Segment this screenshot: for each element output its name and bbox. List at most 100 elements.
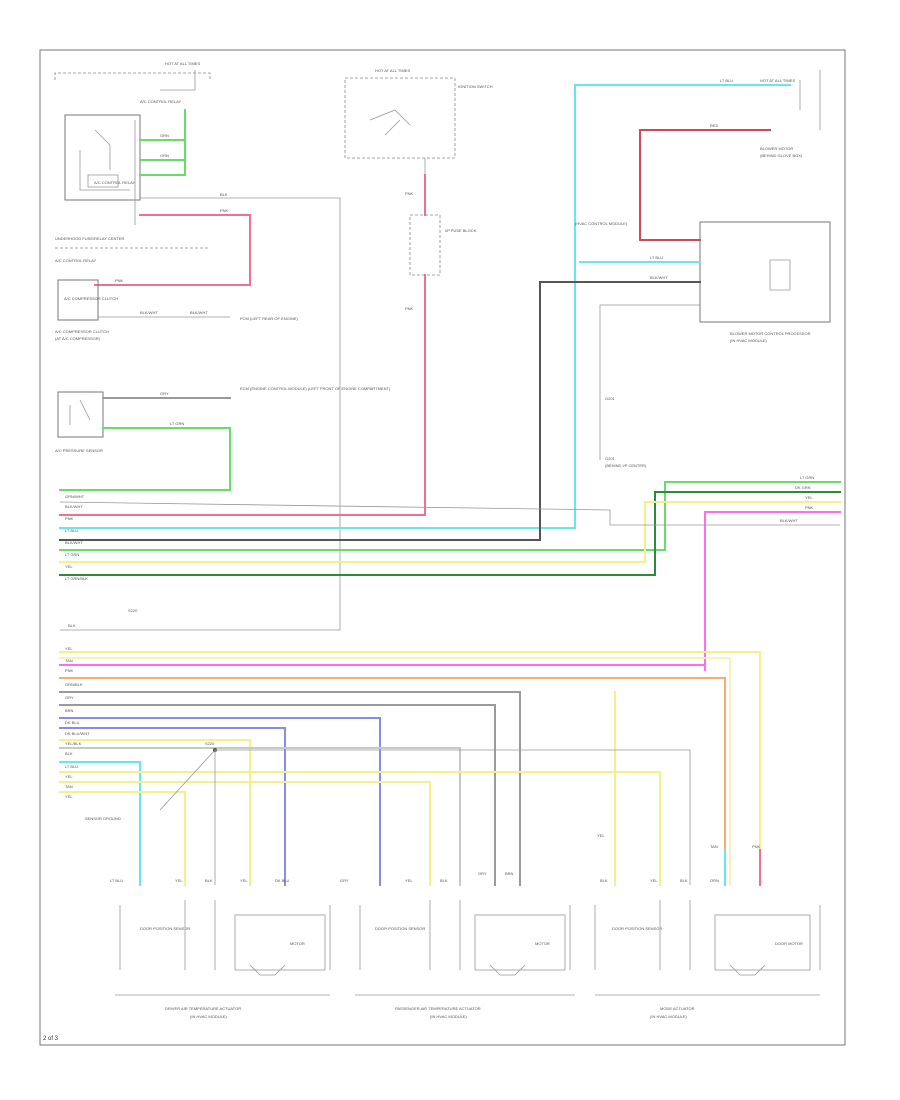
mode-pin-pnk: PNK [752, 844, 761, 849]
label-blower-control-module: BLOWER MOTOR CONTROL PROCESSOR [730, 331, 811, 336]
passenger-door-pos-sensor: DOOR POSITION SENSOR [375, 926, 425, 931]
label-blower-note: (BEHIND GLOVE BOX) [760, 153, 803, 158]
wire-label-grn-left: LT GRN [65, 552, 79, 557]
label-pcm-note-2: ECM (ENGINE CONTROL MODULE) (LEFT FRONT … [240, 386, 391, 391]
mode-pin-blk2: BLK [680, 878, 688, 883]
wire-label-dkgrn-left: LT GRN/BLK [65, 576, 88, 581]
label-hot-right: HOT AT ALL TIMES [760, 78, 795, 83]
wire-red-center-2 [59, 274, 426, 516]
mode-sensor-symbol [659, 900, 691, 970]
drv-pin-ltblu: LT BLU [110, 878, 123, 883]
wire-yel-lower-5 [59, 791, 186, 886]
mode-door-pos-sensor: DOOR POSITION SENSOR [612, 926, 662, 931]
label-ac-compressor-note: (AT A/C COMPRESSOR) [55, 336, 101, 341]
ac-compressor-box-label: A/C COMPRESSOR CLUTCH [64, 296, 118, 301]
wire-blk-ground [599, 304, 700, 460]
wire-ltblu-top [59, 84, 791, 529]
hot-top-left-bracket [54, 72, 211, 80]
mode-pin-yel: YEL [597, 833, 605, 838]
label-splice-mid: S220 [128, 608, 138, 613]
wire-label-yel-l4: TAN [65, 784, 73, 789]
mode-actuator-bracket [594, 905, 821, 970]
wire-label-pnk-bus: PNK [805, 505, 814, 510]
wire-label-wht-l: BLK [65, 751, 73, 756]
wire-blue-lower-1 [59, 717, 381, 886]
label-driver-door-note: (IN HVAC MODULE) [190, 1014, 227, 1019]
ac-relay-switch [79, 129, 130, 191]
ac-relay-coil [87, 174, 119, 188]
passenger-actuator-bracket [359, 905, 571, 970]
mode-motor-symbol [729, 964, 766, 976]
passenger-motor-box [474, 914, 566, 971]
driver-door-pos-sensor: DOOR POSITION SENSOR [140, 926, 190, 931]
ac-relay-box [64, 114, 141, 201]
wire-label-pnk-relay-2: PNK [115, 278, 124, 283]
wire-label-gry-sensor: GRY [160, 391, 169, 396]
wire-yel-lower-1 [59, 651, 761, 886]
label-hvac-note: (HVAC CONTROL MODULE) [575, 221, 628, 226]
label-passenger-door-note: (IN HVAC MODULE) [430, 1014, 467, 1019]
wire-label-blu-l1: DK BLU [65, 720, 80, 725]
wire-label-grn-bus: LT GRN [800, 475, 814, 480]
passenger-sensor-symbol [429, 900, 461, 970]
mode-pin-blk: BLK [600, 878, 608, 883]
wire-label-red-blower: RED [710, 123, 719, 128]
wire-green-sensor [59, 427, 231, 491]
label-ac-pressure-sensor: A/C PRESSURE SENSOR [55, 448, 103, 453]
passenger-motor-label: MOTOR [535, 941, 550, 946]
wire-label-ltblu-top: LT BLU [720, 78, 733, 83]
wire-black-blower [59, 281, 701, 541]
blower-top-conn [799, 70, 821, 130]
wire-gray-lower-2 [59, 704, 496, 886]
wire-label-yel-l1: YEL [65, 646, 73, 651]
passenger-motor-symbol [489, 964, 526, 976]
wire-label-blk-relay: BLK [220, 192, 228, 197]
driver-motor-box [234, 914, 326, 971]
wire-yel-lower-4 [59, 781, 431, 886]
label-mode-door: MODE ACTUATOR [660, 1006, 695, 1011]
label-hot-center: HOT AT ALL TIMES [375, 68, 410, 73]
wire-red-blower [639, 129, 771, 241]
blower-module-symbol [769, 259, 791, 291]
wire-dkgrn-bus [59, 491, 841, 576]
wire-label-ltblu-l: LT BLU [65, 764, 78, 769]
label-underhood-fuse: UNDERHOOD FUSE/RELAY CENTER [55, 236, 125, 241]
pass-pin-blk: BLK [440, 878, 448, 883]
wire-label-dkgrn-bus: DK GRN [795, 485, 811, 490]
wire-label-blk-ground-mid: BLK [68, 623, 76, 628]
mode-motor-box [714, 914, 811, 971]
drv-pin-blk: BLK [205, 878, 213, 883]
diagram-frame [39, 49, 846, 1046]
fuse-block-box [409, 214, 441, 276]
wire-label-blk-blower: BLK/WHT [650, 275, 668, 280]
wire-label-grn-2: GRN [160, 153, 169, 158]
wire-black-bus-right [59, 501, 840, 526]
wire-label-gry-l2: BRN [65, 708, 74, 713]
wire-pnk-bus-right [59, 511, 841, 666]
wire-label-red-center-2: PNK [405, 306, 414, 311]
relay-feed-line [160, 70, 196, 91]
wire-label-blk-compressor: BLK/WHT [140, 310, 158, 315]
label-splice: S220 [205, 741, 215, 746]
label-mode-door-note: (IN HVAC MODULE) [650, 1014, 687, 1019]
wire-yel-bus [59, 501, 841, 563]
wire-label-blkwht-left: BLK/WHT [65, 504, 83, 509]
wire-label-red-center: PNK [405, 191, 414, 196]
wire-pink-relay [94, 214, 251, 286]
wire-label-blk-compressor-2: BLK/WHT [190, 310, 208, 315]
label-sensor-ground: SENSOR GROUND [85, 816, 121, 821]
wire-yel-lower-2 [59, 739, 251, 886]
driver-sensor-symbol [184, 900, 216, 970]
wire-orn-lower [59, 677, 726, 886]
wire-label-blk-left: BLK/WHT [65, 540, 83, 545]
label-passenger-door: PASSENGER AIR TEMPERATURE ACTUATOR [395, 1006, 481, 1011]
blower-control-module-box [699, 221, 831, 323]
label-ground-note: (BEHIND I/P CENTER) [605, 463, 647, 468]
label-ac-relay-left: A/C CONTROL RELAY [55, 258, 96, 263]
pass-pin-yel: YEL [405, 878, 413, 883]
ac-pressure-sensor-box [57, 391, 104, 438]
wire-gray-lower-1 [59, 691, 521, 886]
wire-label-pnk-left: PNK [65, 516, 74, 521]
wire-label-blu-l2: DK BLU/WHT [65, 731, 90, 736]
wire-black-mode-1 [460, 749, 691, 885]
